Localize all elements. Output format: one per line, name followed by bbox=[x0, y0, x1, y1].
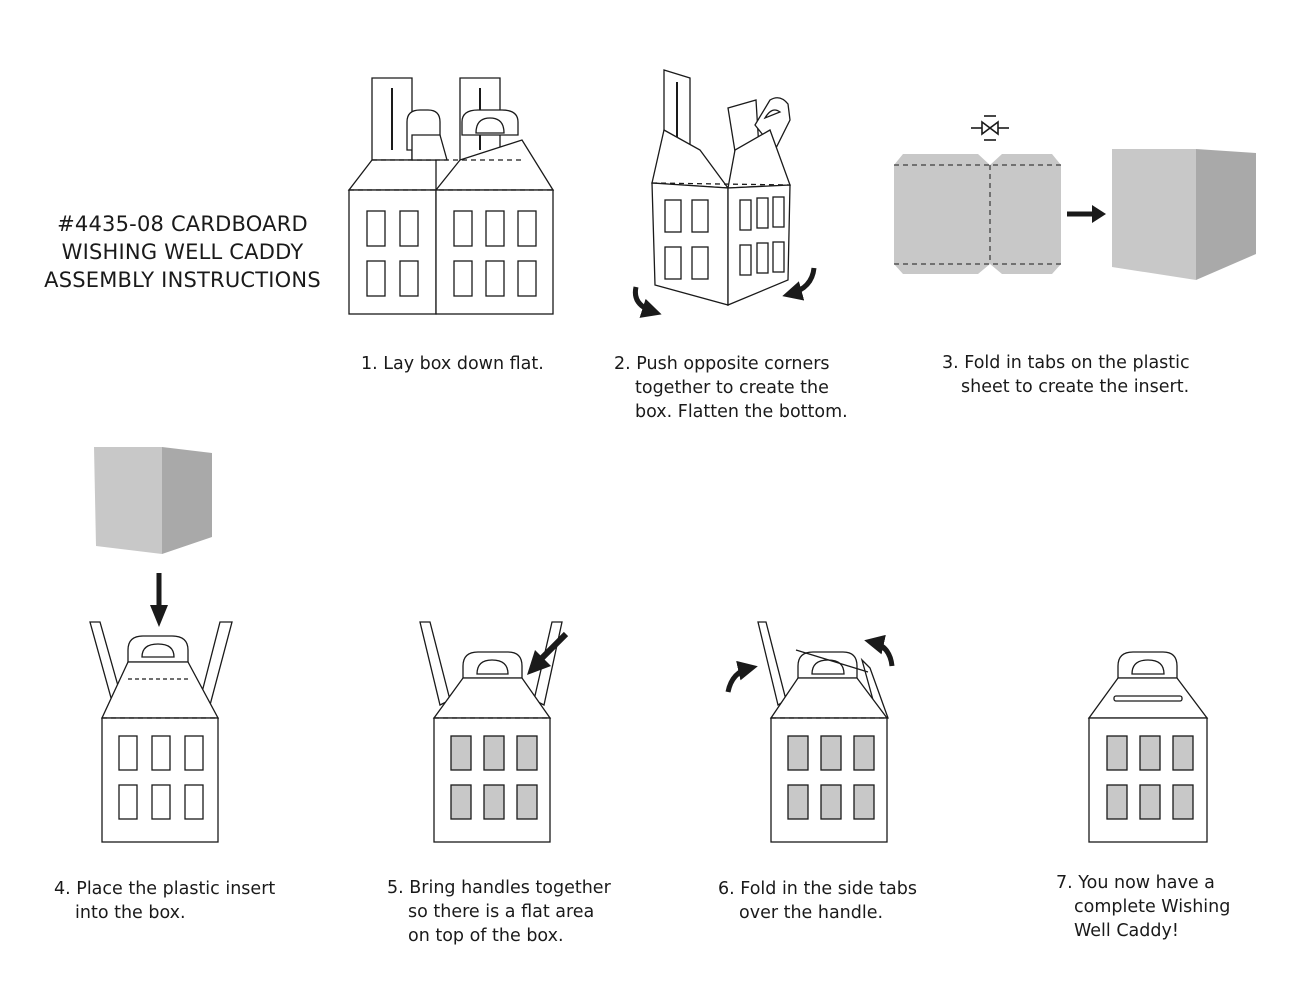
step-7-line-3: Well Caddy! bbox=[1074, 921, 1179, 941]
step-5-caption: 5. Bring handles together so there is a … bbox=[387, 876, 611, 948]
page-title: #4435-08 CARDBOARD WISHING WELL CADDY AS… bbox=[40, 210, 325, 294]
step-4-insert-cube bbox=[94, 447, 212, 554]
compress-icon bbox=[971, 115, 1009, 141]
curved-arrow-icon bbox=[864, 634, 895, 667]
step-5-line-1: 5. Bring handles together bbox=[387, 878, 611, 898]
step-7-caption: 7. You now have a complete Wishing Well … bbox=[1056, 871, 1230, 943]
step-2-line-1: 2. Push opposite corners bbox=[614, 354, 830, 374]
title-line-3: ASSEMBLY INSTRUCTIONS bbox=[44, 268, 321, 292]
step-7-line-1: 7. You now have a bbox=[1056, 873, 1215, 893]
step-3-line-1: 3. Fold in tabs on the plastic bbox=[942, 353, 1190, 373]
arrow-icon bbox=[1067, 205, 1106, 223]
step-4-caption: 4. Place the plastic insert into the box… bbox=[54, 877, 275, 925]
curved-arrow-icon bbox=[725, 660, 758, 693]
step-1-caption: 1. Lay box down flat. bbox=[361, 352, 544, 376]
step-3-plastic-sheet bbox=[894, 154, 1061, 274]
step-5-box bbox=[419, 621, 563, 843]
arrow-icon bbox=[150, 573, 168, 627]
step-4-line-1: 4. Place the plastic insert bbox=[54, 879, 276, 899]
step-3-line-2: sheet to create the insert. bbox=[961, 377, 1190, 397]
curved-arrow-icon bbox=[632, 286, 662, 318]
step-2-line-2: together to create the bbox=[635, 378, 829, 398]
title-line-2: WISHING WELL CADDY bbox=[61, 240, 304, 264]
title-line-1: #4435-08 CARDBOARD bbox=[57, 212, 308, 236]
step-2-caption: 2. Push opposite corners together to cre… bbox=[614, 352, 848, 424]
arrow-icon bbox=[527, 631, 569, 675]
step-7-line-2: complete Wishing bbox=[1074, 897, 1231, 917]
step-2-box-forming bbox=[651, 69, 791, 306]
step-7-finished-caddy bbox=[1087, 651, 1209, 843]
step-6-box bbox=[757, 621, 889, 843]
curved-arrow-icon bbox=[782, 267, 817, 301]
step-3-insert-cube bbox=[1112, 149, 1256, 280]
step-4-line-2: into the box. bbox=[75, 903, 186, 923]
step-1-flat-box bbox=[347, 77, 555, 315]
step-6-line-1: 6. Fold in the side tabs bbox=[718, 879, 917, 899]
step-3-caption: 3. Fold in tabs on the plastic sheet to … bbox=[942, 351, 1190, 399]
step-1-line-1: 1. Lay box down flat. bbox=[361, 354, 544, 374]
step-4-box bbox=[89, 621, 233, 843]
step-6-caption: 6. Fold in the side tabs over the handle… bbox=[718, 877, 917, 925]
step-5-line-3: on top of the box. bbox=[408, 926, 564, 946]
step-6-line-2: over the handle. bbox=[739, 903, 884, 923]
step-5-line-2: so there is a flat area bbox=[408, 902, 595, 922]
step-2-line-3: box. Flatten the bottom. bbox=[635, 402, 848, 422]
